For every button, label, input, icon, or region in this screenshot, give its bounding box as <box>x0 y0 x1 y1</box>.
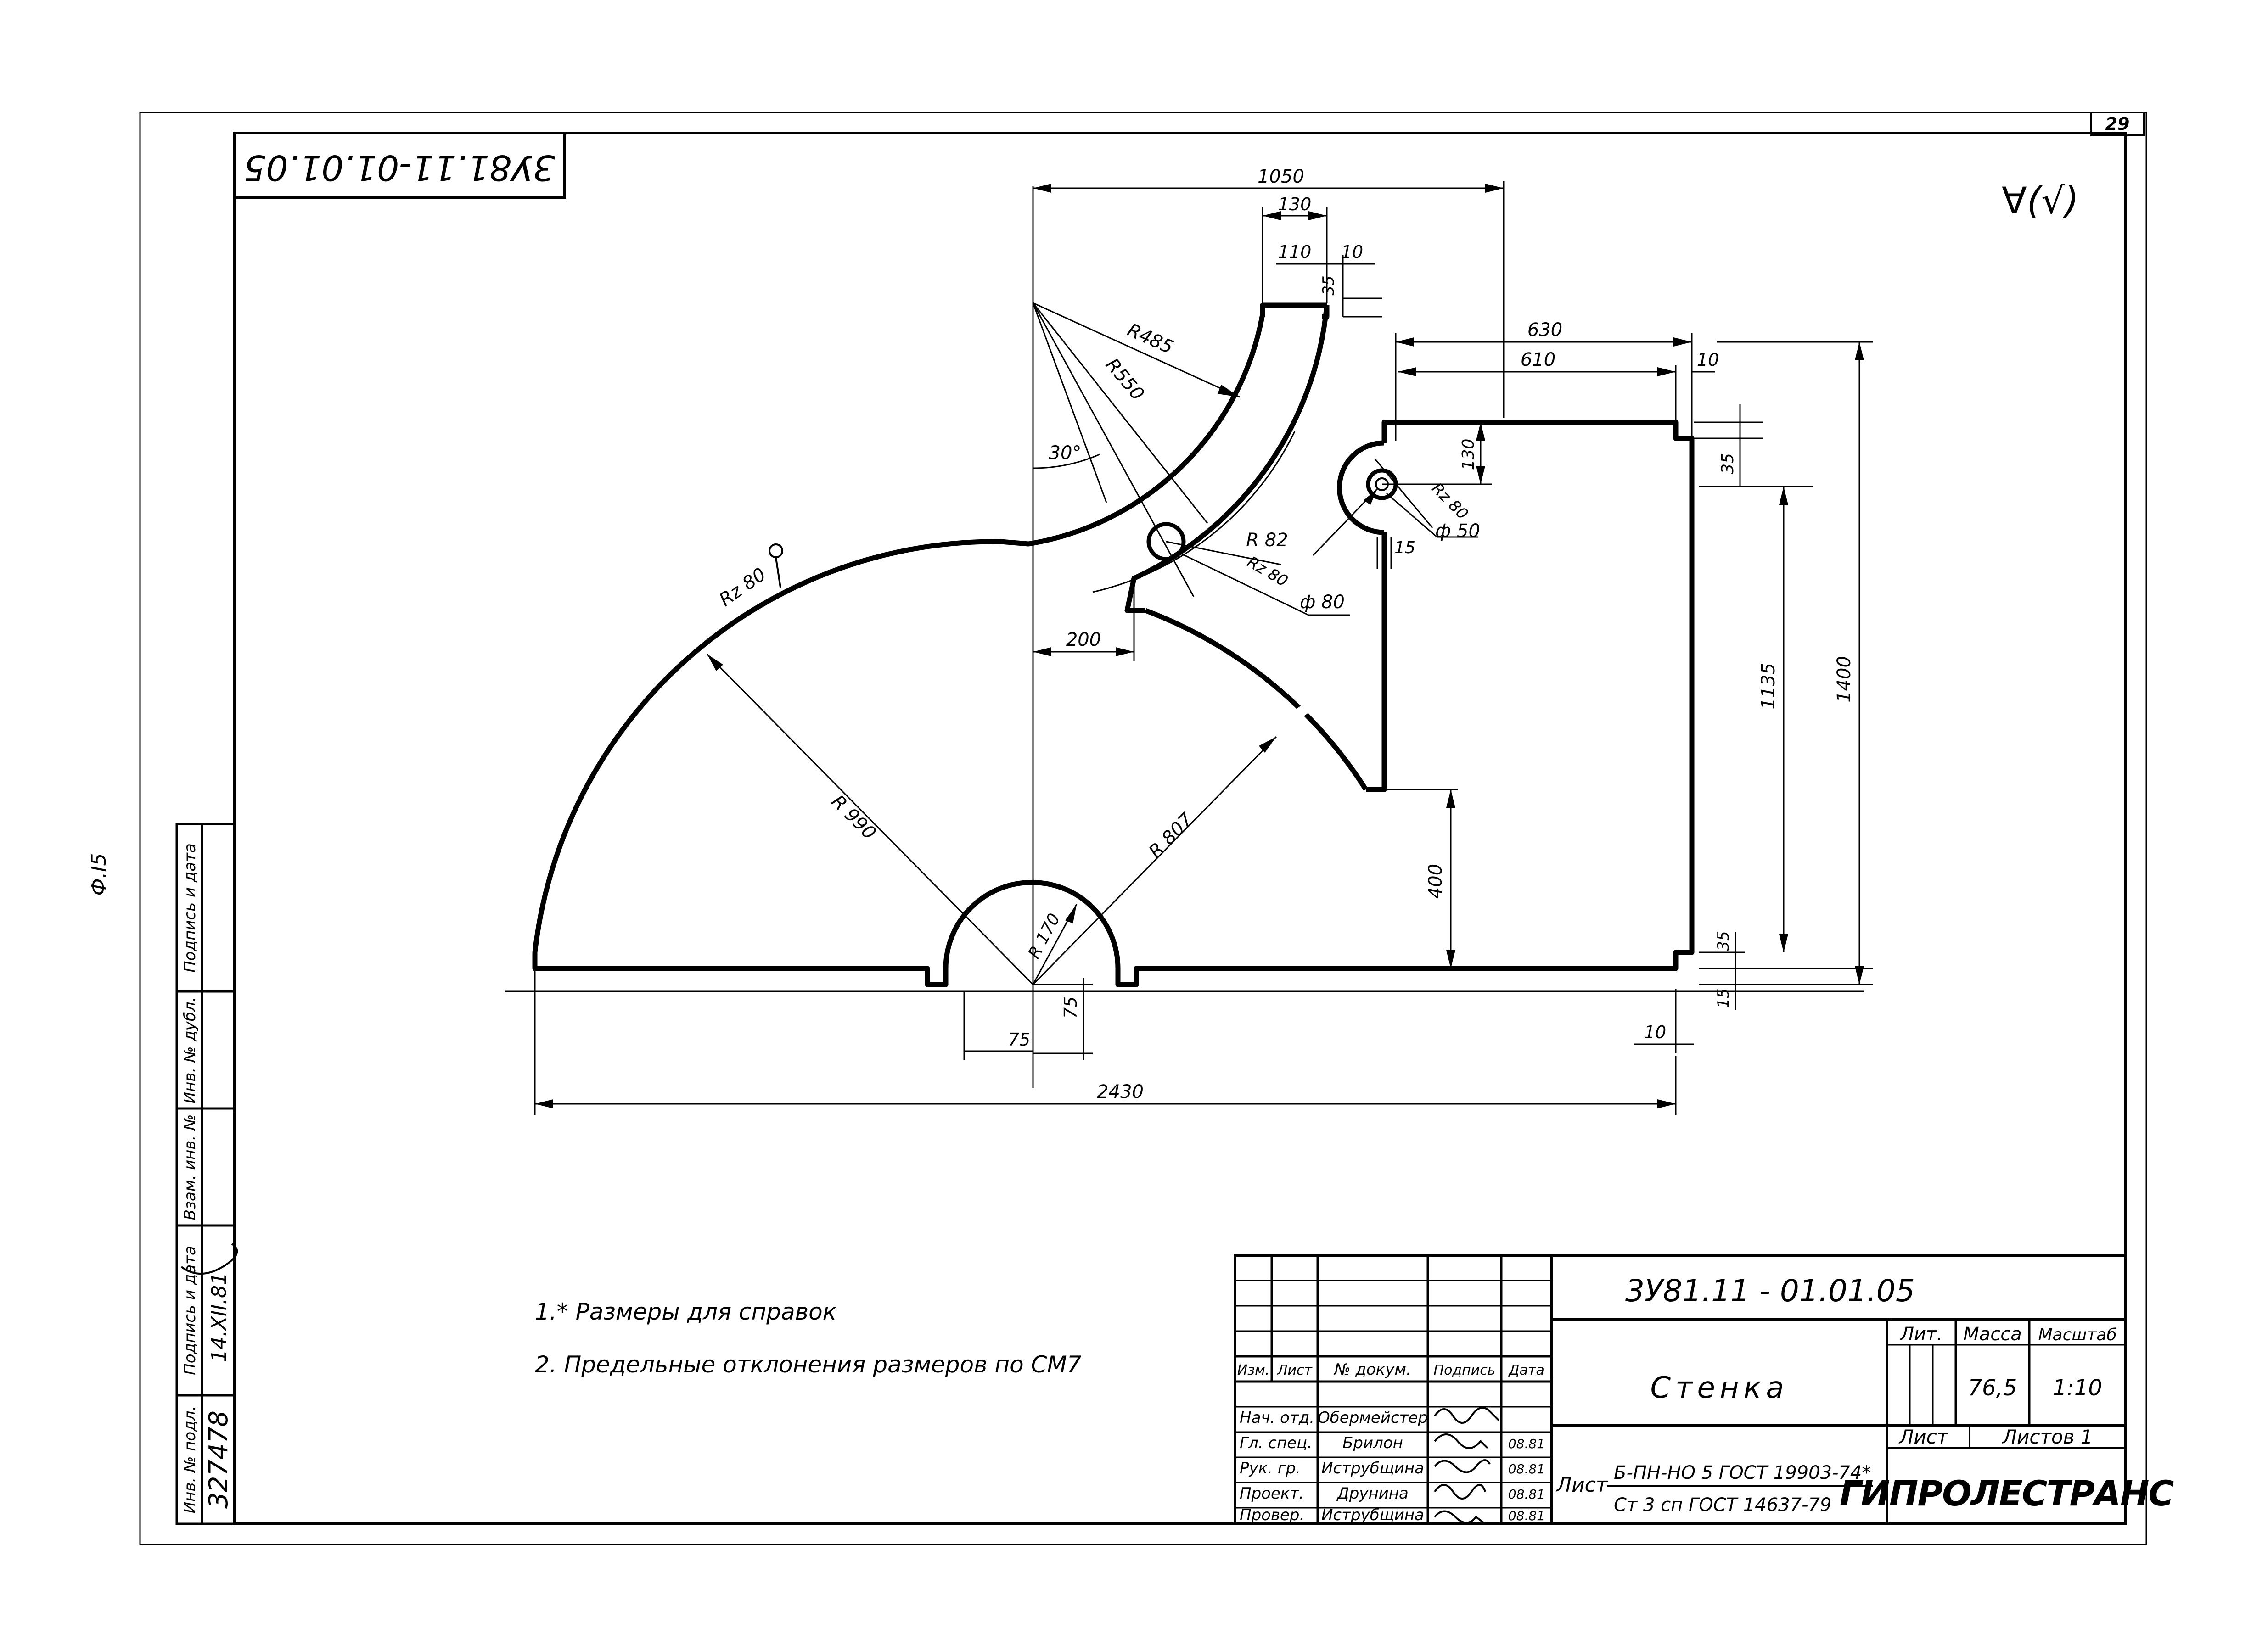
rotated-code-box <box>233 132 566 199</box>
dim-35-right: 35 <box>1718 453 1737 474</box>
dimension-lines <box>505 181 1873 1115</box>
dim-10-bottom: 10 <box>1644 1022 1666 1042</box>
mass-value: 76,5 <box>1968 1375 2017 1401</box>
arc-break-marks <box>629 591 1308 738</box>
person-date-4: 08.81 <box>1508 1487 1545 1502</box>
sheet-label: Лист <box>1898 1426 1949 1448</box>
dim-r170: R 170 <box>1025 911 1064 962</box>
person-name-5: Иструбщина <box>1321 1506 1424 1524</box>
dim-30deg: 30° <box>1049 442 1082 464</box>
dim-75-vertical: 75 <box>1061 996 1081 1018</box>
dim-r550: R550 <box>1101 354 1148 404</box>
mass-label: Масса <box>1963 1324 2022 1345</box>
title-code: 3У81.11 - 01.01.05 <box>1625 1273 1915 1309</box>
dim-phi50: ф 50 <box>1435 520 1480 542</box>
col-header-date: Дата <box>1508 1362 1544 1378</box>
dim-130-top: 130 <box>1278 194 1312 214</box>
dim-1400: 1400 <box>1834 656 1855 703</box>
rotated-drawing-code: 3У81.11-01.01.05 <box>244 147 555 188</box>
title-block-lines <box>1234 1254 2127 1525</box>
strip-inv-number: 327478 <box>204 1410 234 1509</box>
rz80-mid: Rz 80 <box>1244 553 1291 590</box>
part-outline <box>532 302 1695 987</box>
dim-1135: 1135 <box>1758 663 1779 710</box>
trim-border <box>139 112 2147 1545</box>
sheet-number: 29 <box>2105 114 2130 134</box>
lit-label: Лит. <box>1899 1324 1942 1345</box>
strip-label-vzam: Взам. инв. № <box>181 1114 199 1220</box>
col-header-izm: Изм. <box>1237 1362 1270 1378</box>
person-name-3: Иструбщина <box>1321 1459 1424 1477</box>
arrowheads <box>535 184 1864 1108</box>
dim-35-top: 35 <box>1319 275 1338 295</box>
strip-label-inv-podl: Инв. № подл. <box>181 1406 199 1514</box>
strip-sign-date: 14.XII.81 <box>208 1272 231 1362</box>
strip-label-sign-date-1: Подпись и дата <box>181 1246 199 1375</box>
dim-110: 110 <box>1278 242 1312 262</box>
dim-35-bottom: 35 <box>1714 931 1733 951</box>
note-2: 2. Предельные отклонения размеров по СМ7 <box>535 1351 1082 1378</box>
person-role-4: Проект. <box>1240 1484 1304 1503</box>
organization-name: ГИПРОЛЕСТРАНС <box>1840 1473 2174 1514</box>
person-name-4: Друнина <box>1336 1484 1409 1503</box>
dim-15-semicircle: 15 <box>1394 538 1415 557</box>
signatures <box>180 1243 1500 1525</box>
dim-200: 200 <box>1066 629 1101 650</box>
dim-400: 400 <box>1425 864 1446 899</box>
scale-label: Масштаб <box>2038 1326 2116 1344</box>
sheet-number-box <box>2090 112 2145 136</box>
material-line-1: Б-ПН-НО 5 ГОСТ 19903-74* <box>1614 1462 1871 1483</box>
left-strip <box>175 823 236 1525</box>
col-header-list: Лист <box>1277 1362 1313 1378</box>
material-prefix: Лист <box>1555 1473 1608 1497</box>
person-date-5: 08.81 <box>1508 1508 1545 1523</box>
sheets-label: Листов 1 <box>2002 1426 2093 1448</box>
col-header-sign: Подпись <box>1434 1362 1496 1378</box>
person-name-1: Обермейстер <box>1318 1409 1428 1427</box>
dim-r82: R 82 <box>1246 530 1288 551</box>
dim-10-right: 10 <box>1697 350 1719 370</box>
person-role-3: Рук. гр. <box>1240 1459 1301 1477</box>
col-header-doc: № докум. <box>1333 1360 1411 1379</box>
strip-label-inv-dubl: Инв. № дубл. <box>181 997 199 1104</box>
dim-r485: R485 <box>1124 319 1176 358</box>
strip-label-sign-date-2: Подпись и дата <box>181 843 199 973</box>
roughness-marker-left <box>769 543 783 588</box>
roughness-symbol: ∀(√) <box>2002 179 2079 222</box>
dim-130-right: 130 <box>1459 439 1478 470</box>
person-name-2: Брилон <box>1342 1434 1403 1452</box>
dim-10-top: 10 <box>1341 242 1363 262</box>
person-date-2: 08.81 <box>1508 1436 1545 1451</box>
scale-value: 1:10 <box>2053 1375 2102 1401</box>
dim-630: 630 <box>1527 319 1562 341</box>
person-role-2: Гл. спец. <box>1240 1434 1312 1452</box>
dim-2430: 2430 <box>1097 1081 1144 1102</box>
material-line-2: Ст 3 сп ГОСТ 14637-79 <box>1614 1494 1831 1516</box>
rz80-right: Rz 80 <box>1428 479 1472 523</box>
dim-r807: R 807 <box>1145 809 1198 862</box>
title-name: Стенка <box>1650 1371 1788 1405</box>
dim-75-horizontal: 75 <box>1008 1030 1030 1050</box>
note-1: 1.* Размеры для справок <box>535 1298 836 1325</box>
dim-phi80: ф 80 <box>1300 592 1345 613</box>
dim-r990: R 990 <box>827 791 880 844</box>
person-role-5: Провер. <box>1240 1506 1304 1524</box>
dim-15-bottom: 15 <box>1714 988 1733 1008</box>
person-date-3: 08.81 <box>1508 1461 1545 1477</box>
dim-610: 610 <box>1521 349 1555 370</box>
person-role-1: Нач. отд. <box>1240 1409 1314 1427</box>
hole-phi80 <box>1146 522 1186 561</box>
format-label: Ф.I5 <box>87 853 111 896</box>
dim-1050: 1050 <box>1258 166 1304 187</box>
